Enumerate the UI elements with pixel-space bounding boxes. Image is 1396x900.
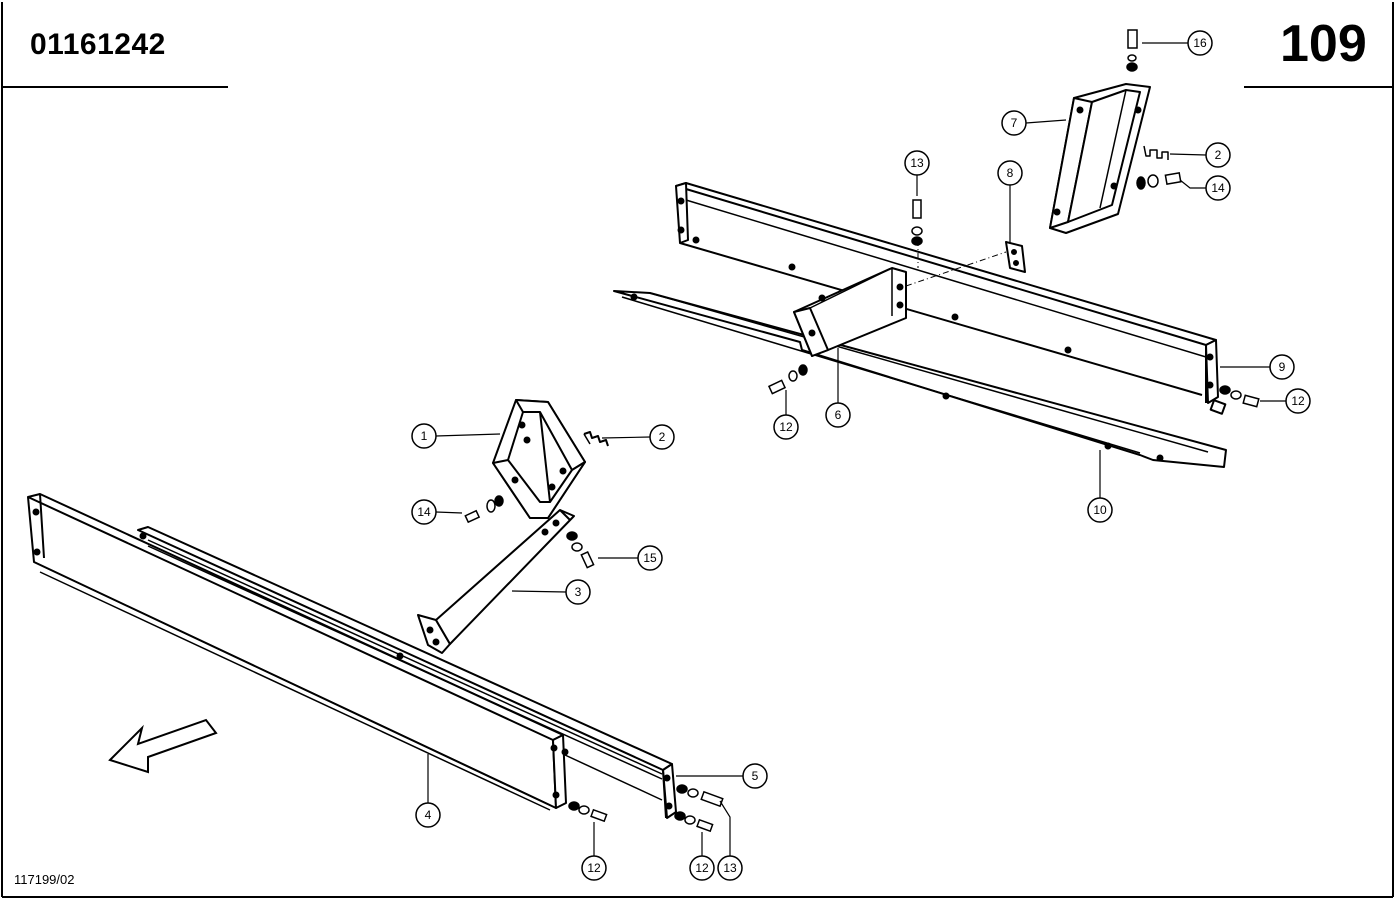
drawing-number: 117199/02 bbox=[14, 872, 75, 887]
part-14-bolt-left bbox=[464, 495, 504, 524]
svg-text:12: 12 bbox=[779, 420, 793, 434]
callout-9: 9 bbox=[1269, 354, 1295, 380]
callout-2-left: 2 bbox=[649, 424, 675, 450]
part-16-bolt bbox=[1126, 29, 1138, 72]
callout-1: 1 bbox=[411, 423, 437, 449]
callout-7: 7 bbox=[1001, 110, 1027, 136]
callout-12-bracket: 12 bbox=[773, 414, 799, 440]
part-13-bolt-bottom bbox=[676, 784, 724, 808]
svg-text:13: 13 bbox=[910, 156, 924, 170]
callout-5: 5 bbox=[742, 763, 768, 789]
svg-text:12: 12 bbox=[695, 861, 709, 875]
callout-10: 10 bbox=[1087, 497, 1113, 523]
callout-13-top: 13 bbox=[904, 150, 930, 176]
part-2-clip-right bbox=[1143, 145, 1169, 160]
part-3-brace bbox=[417, 509, 575, 654]
svg-text:12: 12 bbox=[587, 861, 601, 875]
callout-12-right: 12 bbox=[1285, 388, 1311, 414]
callout-14-right: 14 bbox=[1205, 175, 1231, 201]
part-8-plate bbox=[1005, 241, 1026, 273]
part-14-bolt-right bbox=[1136, 171, 1182, 190]
part-9-upper-rail bbox=[675, 182, 1227, 415]
callout-2-right: 2 bbox=[1205, 142, 1231, 168]
part-13-bolt-top bbox=[911, 199, 923, 246]
svg-text:15: 15 bbox=[643, 551, 657, 565]
svg-text:10: 10 bbox=[1093, 503, 1107, 517]
part-12-bolt-bracket bbox=[767, 364, 808, 395]
svg-text:7: 7 bbox=[1011, 116, 1018, 130]
callout-16: 16 bbox=[1187, 30, 1213, 56]
page-number: 109 bbox=[1280, 15, 1367, 73]
part-6-bracket bbox=[793, 267, 907, 357]
part-12-bolt-bottom-right bbox=[674, 811, 714, 833]
callout-14-left: 14 bbox=[411, 499, 437, 525]
svg-text:1: 1 bbox=[421, 429, 428, 443]
svg-text:2: 2 bbox=[659, 430, 666, 444]
svg-text:13: 13 bbox=[723, 861, 737, 875]
part-15-bolt bbox=[566, 531, 595, 569]
part-12-bolt-bottom-left bbox=[568, 801, 608, 823]
svg-text:6: 6 bbox=[835, 408, 842, 422]
svg-text:16: 16 bbox=[1193, 36, 1207, 50]
svg-text:12: 12 bbox=[1291, 394, 1305, 408]
leader-lines bbox=[427, 42, 1286, 856]
svg-text:5: 5 bbox=[752, 769, 759, 783]
part-1-bracket bbox=[492, 399, 586, 519]
part-2-clip-left bbox=[583, 431, 609, 447]
svg-text:8: 8 bbox=[1007, 166, 1014, 180]
part-12-bolt-rail-end bbox=[1219, 385, 1260, 408]
svg-text:3: 3 bbox=[575, 585, 582, 599]
svg-text:14: 14 bbox=[417, 505, 431, 519]
svg-text:14: 14 bbox=[1211, 181, 1225, 195]
part-5-rear-rail bbox=[137, 526, 677, 819]
callout-13-bottom: 13 bbox=[717, 855, 743, 881]
part-4-front-rail bbox=[27, 493, 567, 811]
callout-4: 4 bbox=[415, 802, 441, 828]
part-number: 01161242 bbox=[30, 28, 166, 61]
svg-text:9: 9 bbox=[1279, 360, 1286, 374]
svg-text:4: 4 bbox=[425, 808, 432, 822]
part-7-bracket bbox=[1049, 83, 1151, 234]
callout-12-bottom-right: 12 bbox=[689, 855, 715, 881]
callout-8: 8 bbox=[997, 160, 1023, 186]
callout-15: 15 bbox=[637, 545, 663, 571]
callout-6: 6 bbox=[825, 402, 851, 428]
callout-12-bottom-left: 12 bbox=[581, 855, 607, 881]
svg-text:2: 2 bbox=[1215, 148, 1222, 162]
callouts: 1 2 3 4 5 6 7 8 9 10 12 12 12 12 13 13 1… bbox=[411, 30, 1311, 881]
direction-arrow-icon bbox=[108, 718, 218, 774]
callout-3: 3 bbox=[565, 579, 591, 605]
